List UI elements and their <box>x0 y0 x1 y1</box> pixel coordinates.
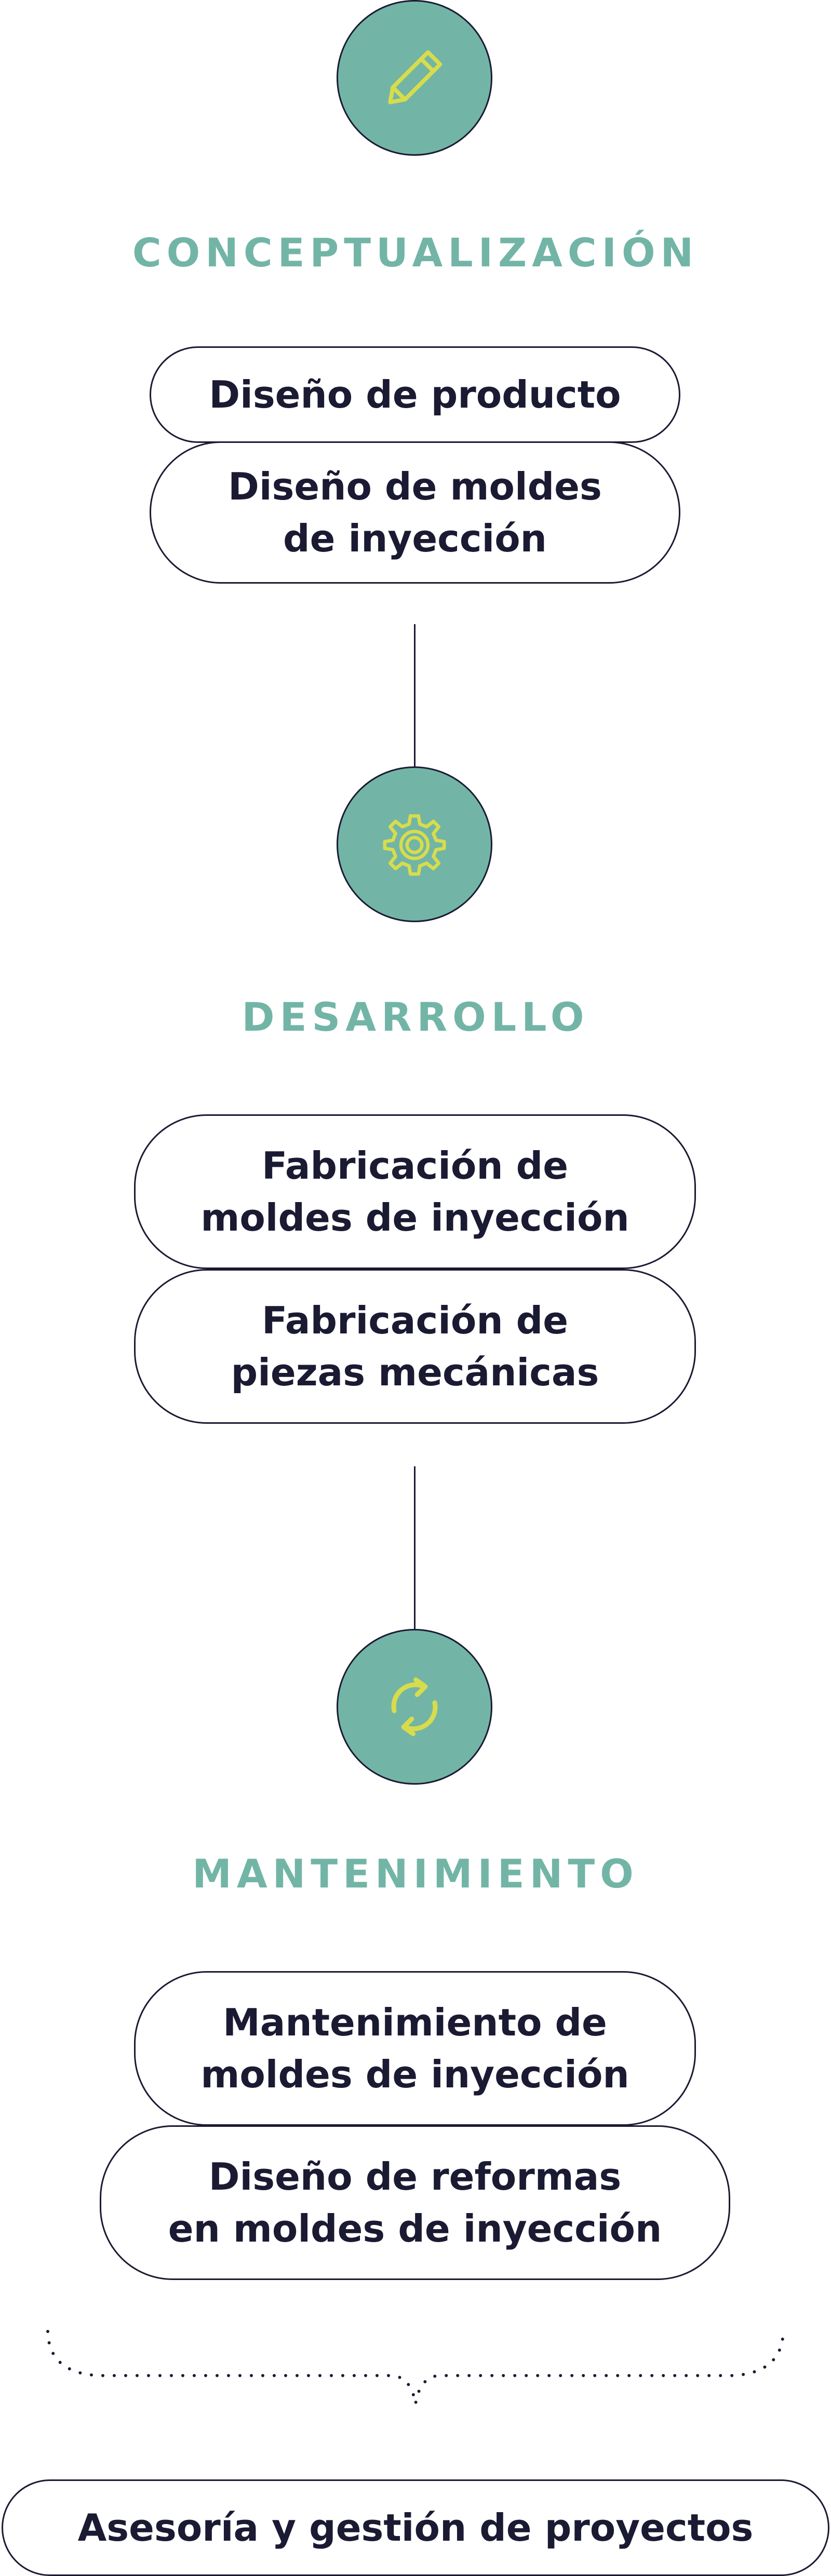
service-pill: Diseño de moldes de inyección <box>150 441 680 584</box>
stage-title: CONCEPTUALIZACIÓN <box>132 230 699 276</box>
service-pill: Mantenimiento de moldes de inyección <box>134 1971 696 2126</box>
connector-line <box>414 624 416 767</box>
stage-1-circle <box>337 0 492 156</box>
stage-title: DESARROLLO <box>242 994 589 1040</box>
stage-2-circle <box>337 766 492 922</box>
service-pill: Diseño de producto <box>150 346 680 443</box>
dotted-brace <box>46 2330 785 2405</box>
service-pill: Fabricación de moldes de inyección <box>134 1114 696 1269</box>
pencil-icon <box>388 50 443 104</box>
footer-pill: Asesoría y gestión de proyectos <box>2 2479 829 2576</box>
connector-line <box>414 1466 416 1630</box>
gear-icon <box>383 814 446 876</box>
stage-3-circle <box>337 1629 492 1785</box>
service-pill: Fabricación de piezas mecánicas <box>134 1269 696 1424</box>
service-pill: Diseño de reformas en moldes de inyecció… <box>100 2125 730 2280</box>
stage-title: MANTENIMIENTO <box>192 1851 639 1897</box>
refresh-icon <box>391 1677 438 1736</box>
